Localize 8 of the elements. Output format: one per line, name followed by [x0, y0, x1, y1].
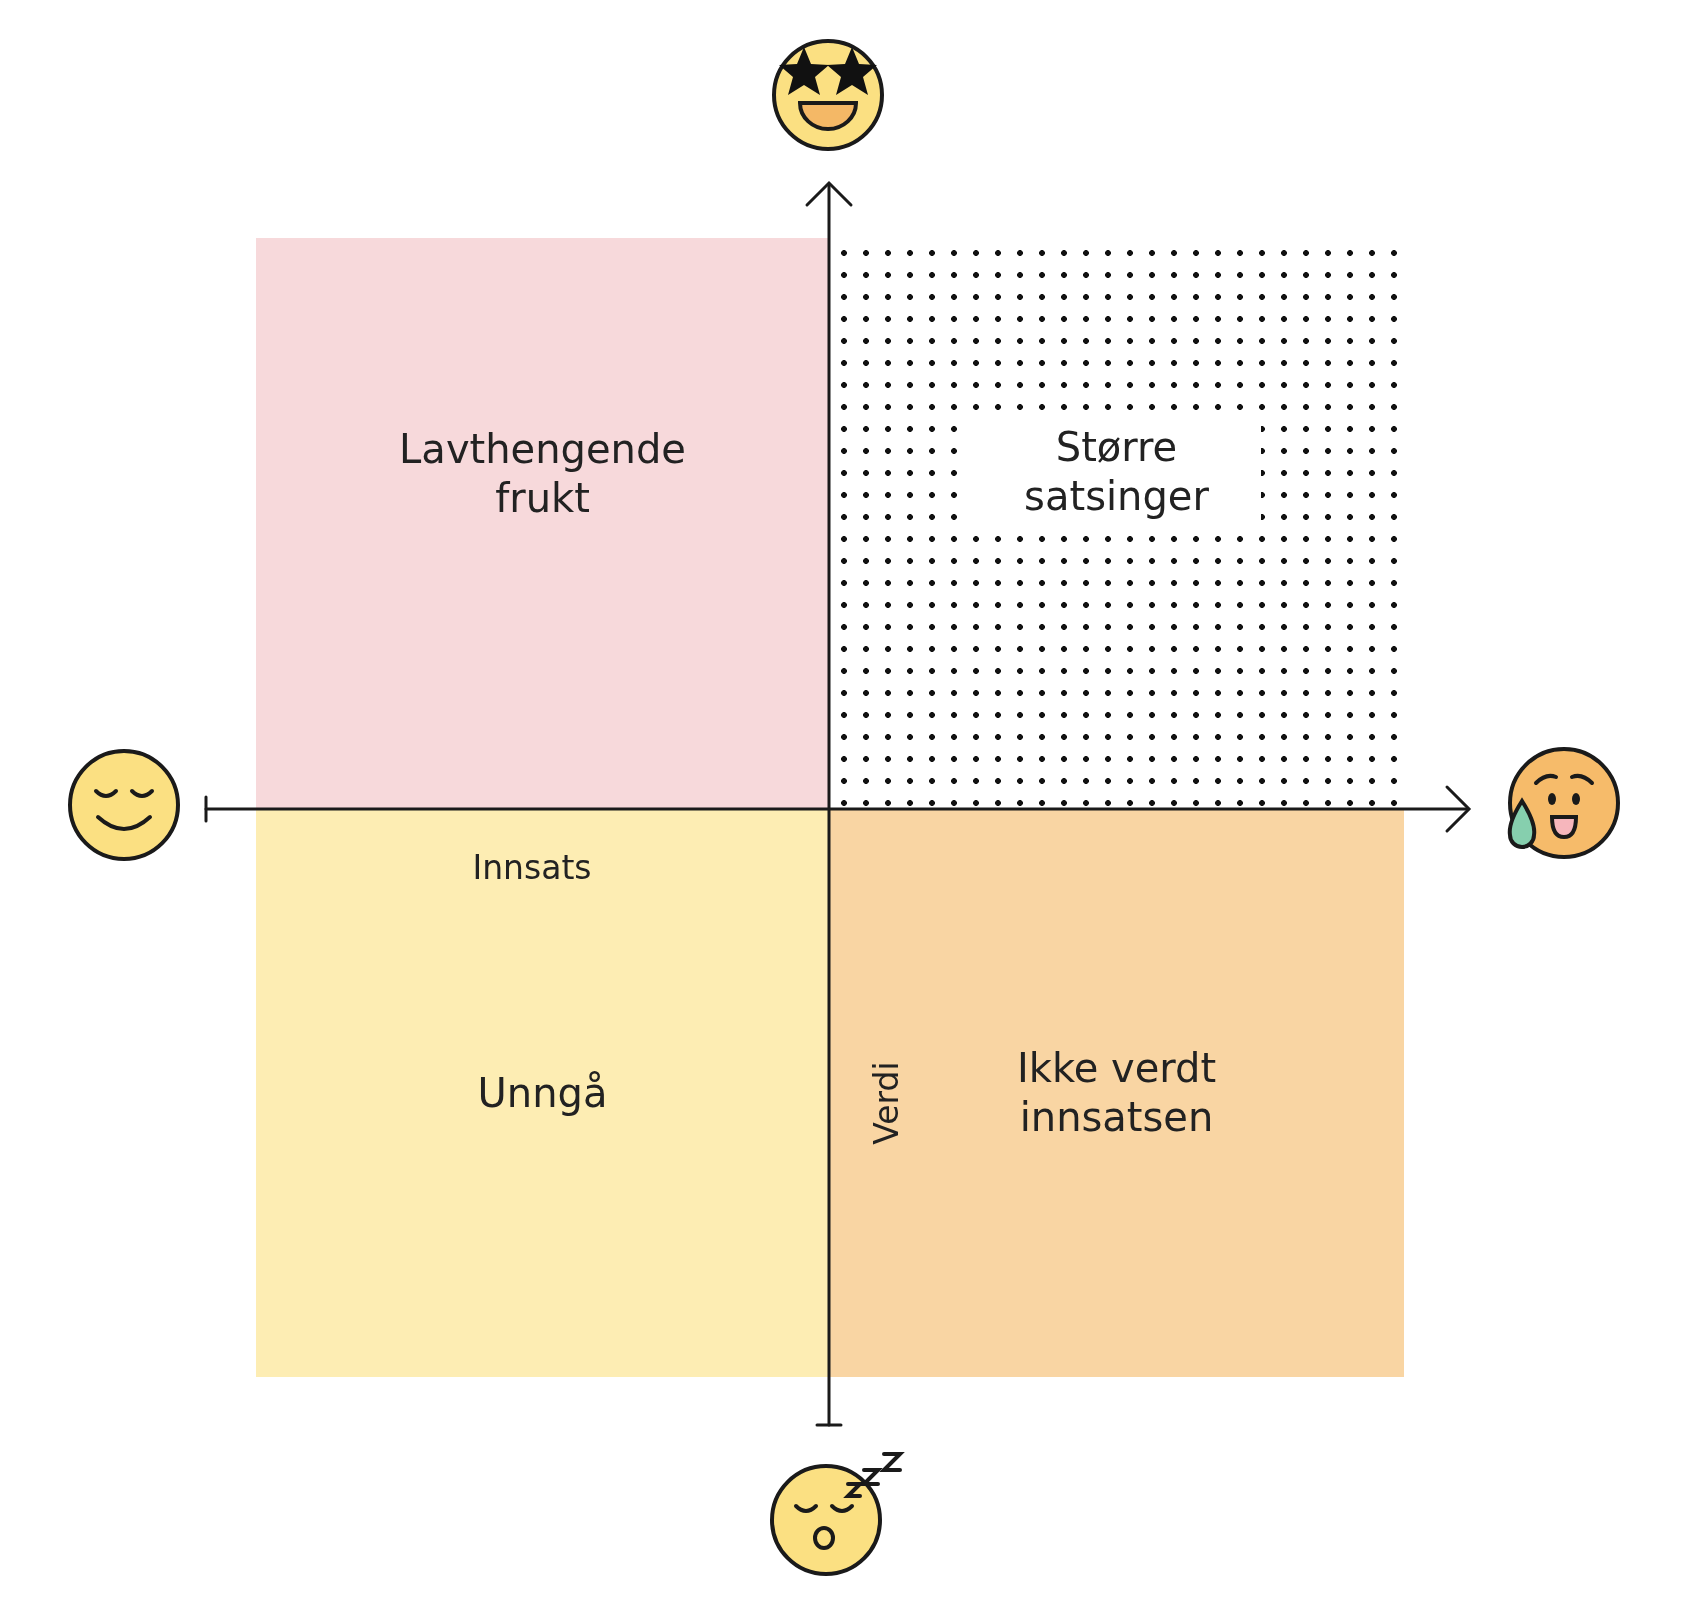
quadrant-label: Lavthengende frukt	[398, 424, 687, 523]
quadrant-box	[256, 809, 829, 1377]
axis-label: Verdi	[866, 1061, 906, 1145]
axis-label: Innsats	[472, 847, 592, 887]
quadrant-label: Ikke verdt innsatsen	[1015, 1044, 1218, 1142]
quadrant-box	[256, 238, 829, 809]
quadrant-label: Unngå	[477, 1068, 608, 1118]
quadrant-box	[829, 809, 1404, 1377]
